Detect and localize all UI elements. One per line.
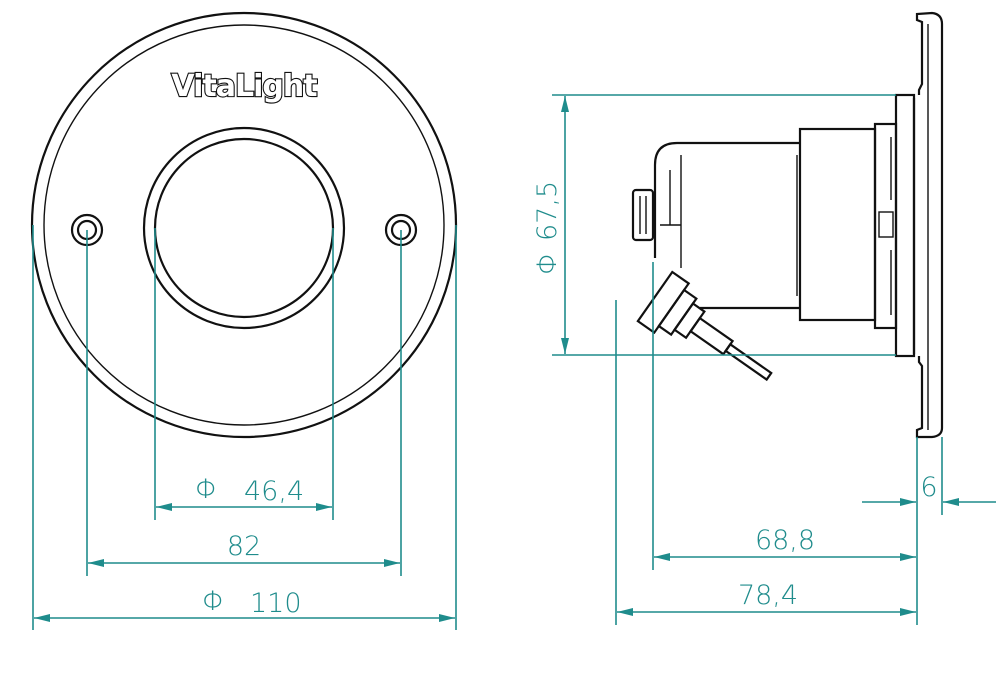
side-view — [631, 11, 944, 439]
dim-body-depth: 68,8 — [755, 525, 815, 556]
dim-outer-diameter: 110 — [250, 588, 302, 619]
front-dimensions: Φ 46,4 82 Φ 110 — [32, 225, 457, 630]
rear-housing — [653, 141, 800, 310]
rear-nut — [631, 188, 655, 242]
dim-hole-spacing: 82 — [227, 531, 261, 562]
side-dimensions: Φ 67,5 6 68,8 78,4 — [532, 94, 996, 625]
dim-flange-thickness: 6 — [920, 472, 937, 503]
housing-body — [798, 127, 877, 322]
dim-symbol: Φ — [202, 586, 225, 617]
dim-opening-diameter: 46,4 — [244, 476, 304, 507]
dim-symbol: Φ — [195, 474, 218, 505]
dim-total-depth: 78,4 — [738, 580, 798, 611]
mounting-plate — [894, 93, 916, 358]
flange — [915, 11, 944, 439]
dim-symbol: Φ — [532, 252, 563, 275]
brand-logo: VitaLight — [171, 69, 317, 104]
nut-small — [878, 211, 894, 238]
lens-ring — [142, 126, 346, 330]
lens-opening — [153, 137, 335, 319]
inner-rim — [43, 24, 445, 426]
front-view: VitaLight — [30, 11, 458, 439]
cable-gland — [636, 270, 773, 382]
dim-body-diameter: 67,5 — [532, 181, 563, 241]
